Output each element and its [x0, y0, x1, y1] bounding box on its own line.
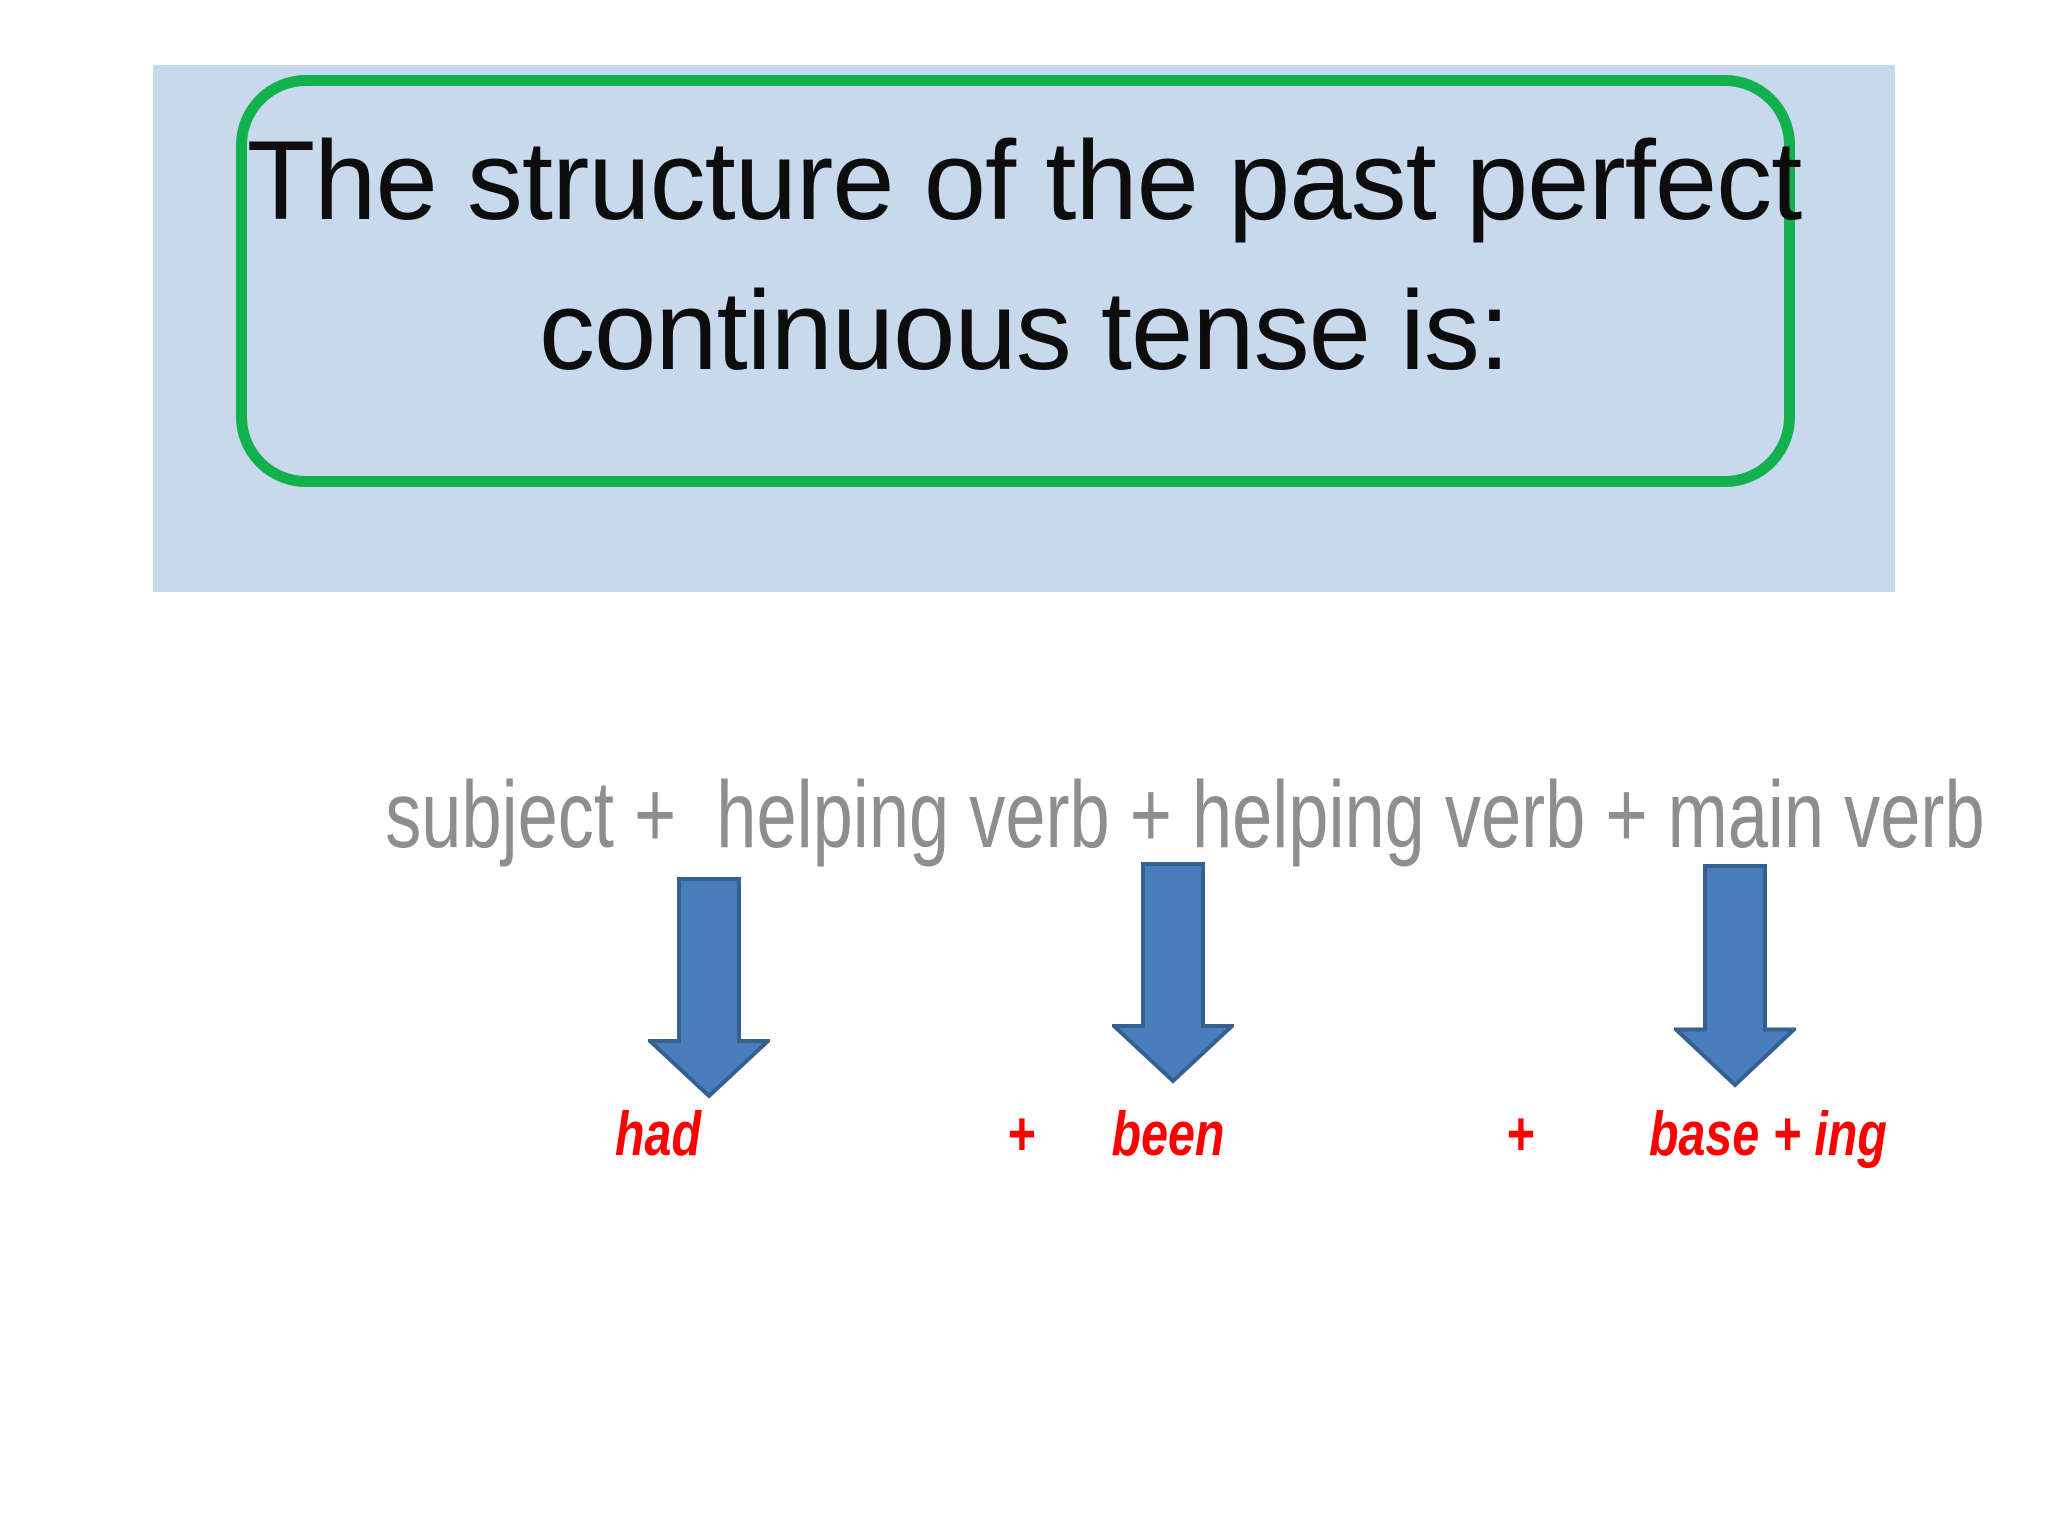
mapping-label-base-ing: base + ing	[1649, 1100, 1887, 1169]
mapping-plus-sign: +	[1006, 1100, 1036, 1169]
down-arrow-icon	[1674, 864, 1796, 1088]
title-line-2: continuous tense is:	[539, 268, 1510, 393]
slide-title: The structure of the past perfect contin…	[153, 106, 1895, 406]
down-arrow-icon	[1112, 862, 1234, 1084]
mapping-label-been: been	[1111, 1100, 1225, 1169]
title-panel	[153, 65, 1895, 592]
title-outline-box	[236, 75, 1795, 487]
title-line-1: The structure of the past perfect	[246, 118, 1802, 243]
down-arrow-icon	[648, 877, 770, 1099]
formula-text: subject + helping verb + helping verb + …	[385, 762, 1985, 868]
mapping-plus-sign: +	[1505, 1100, 1535, 1169]
mapping-label-had: had	[615, 1100, 701, 1169]
